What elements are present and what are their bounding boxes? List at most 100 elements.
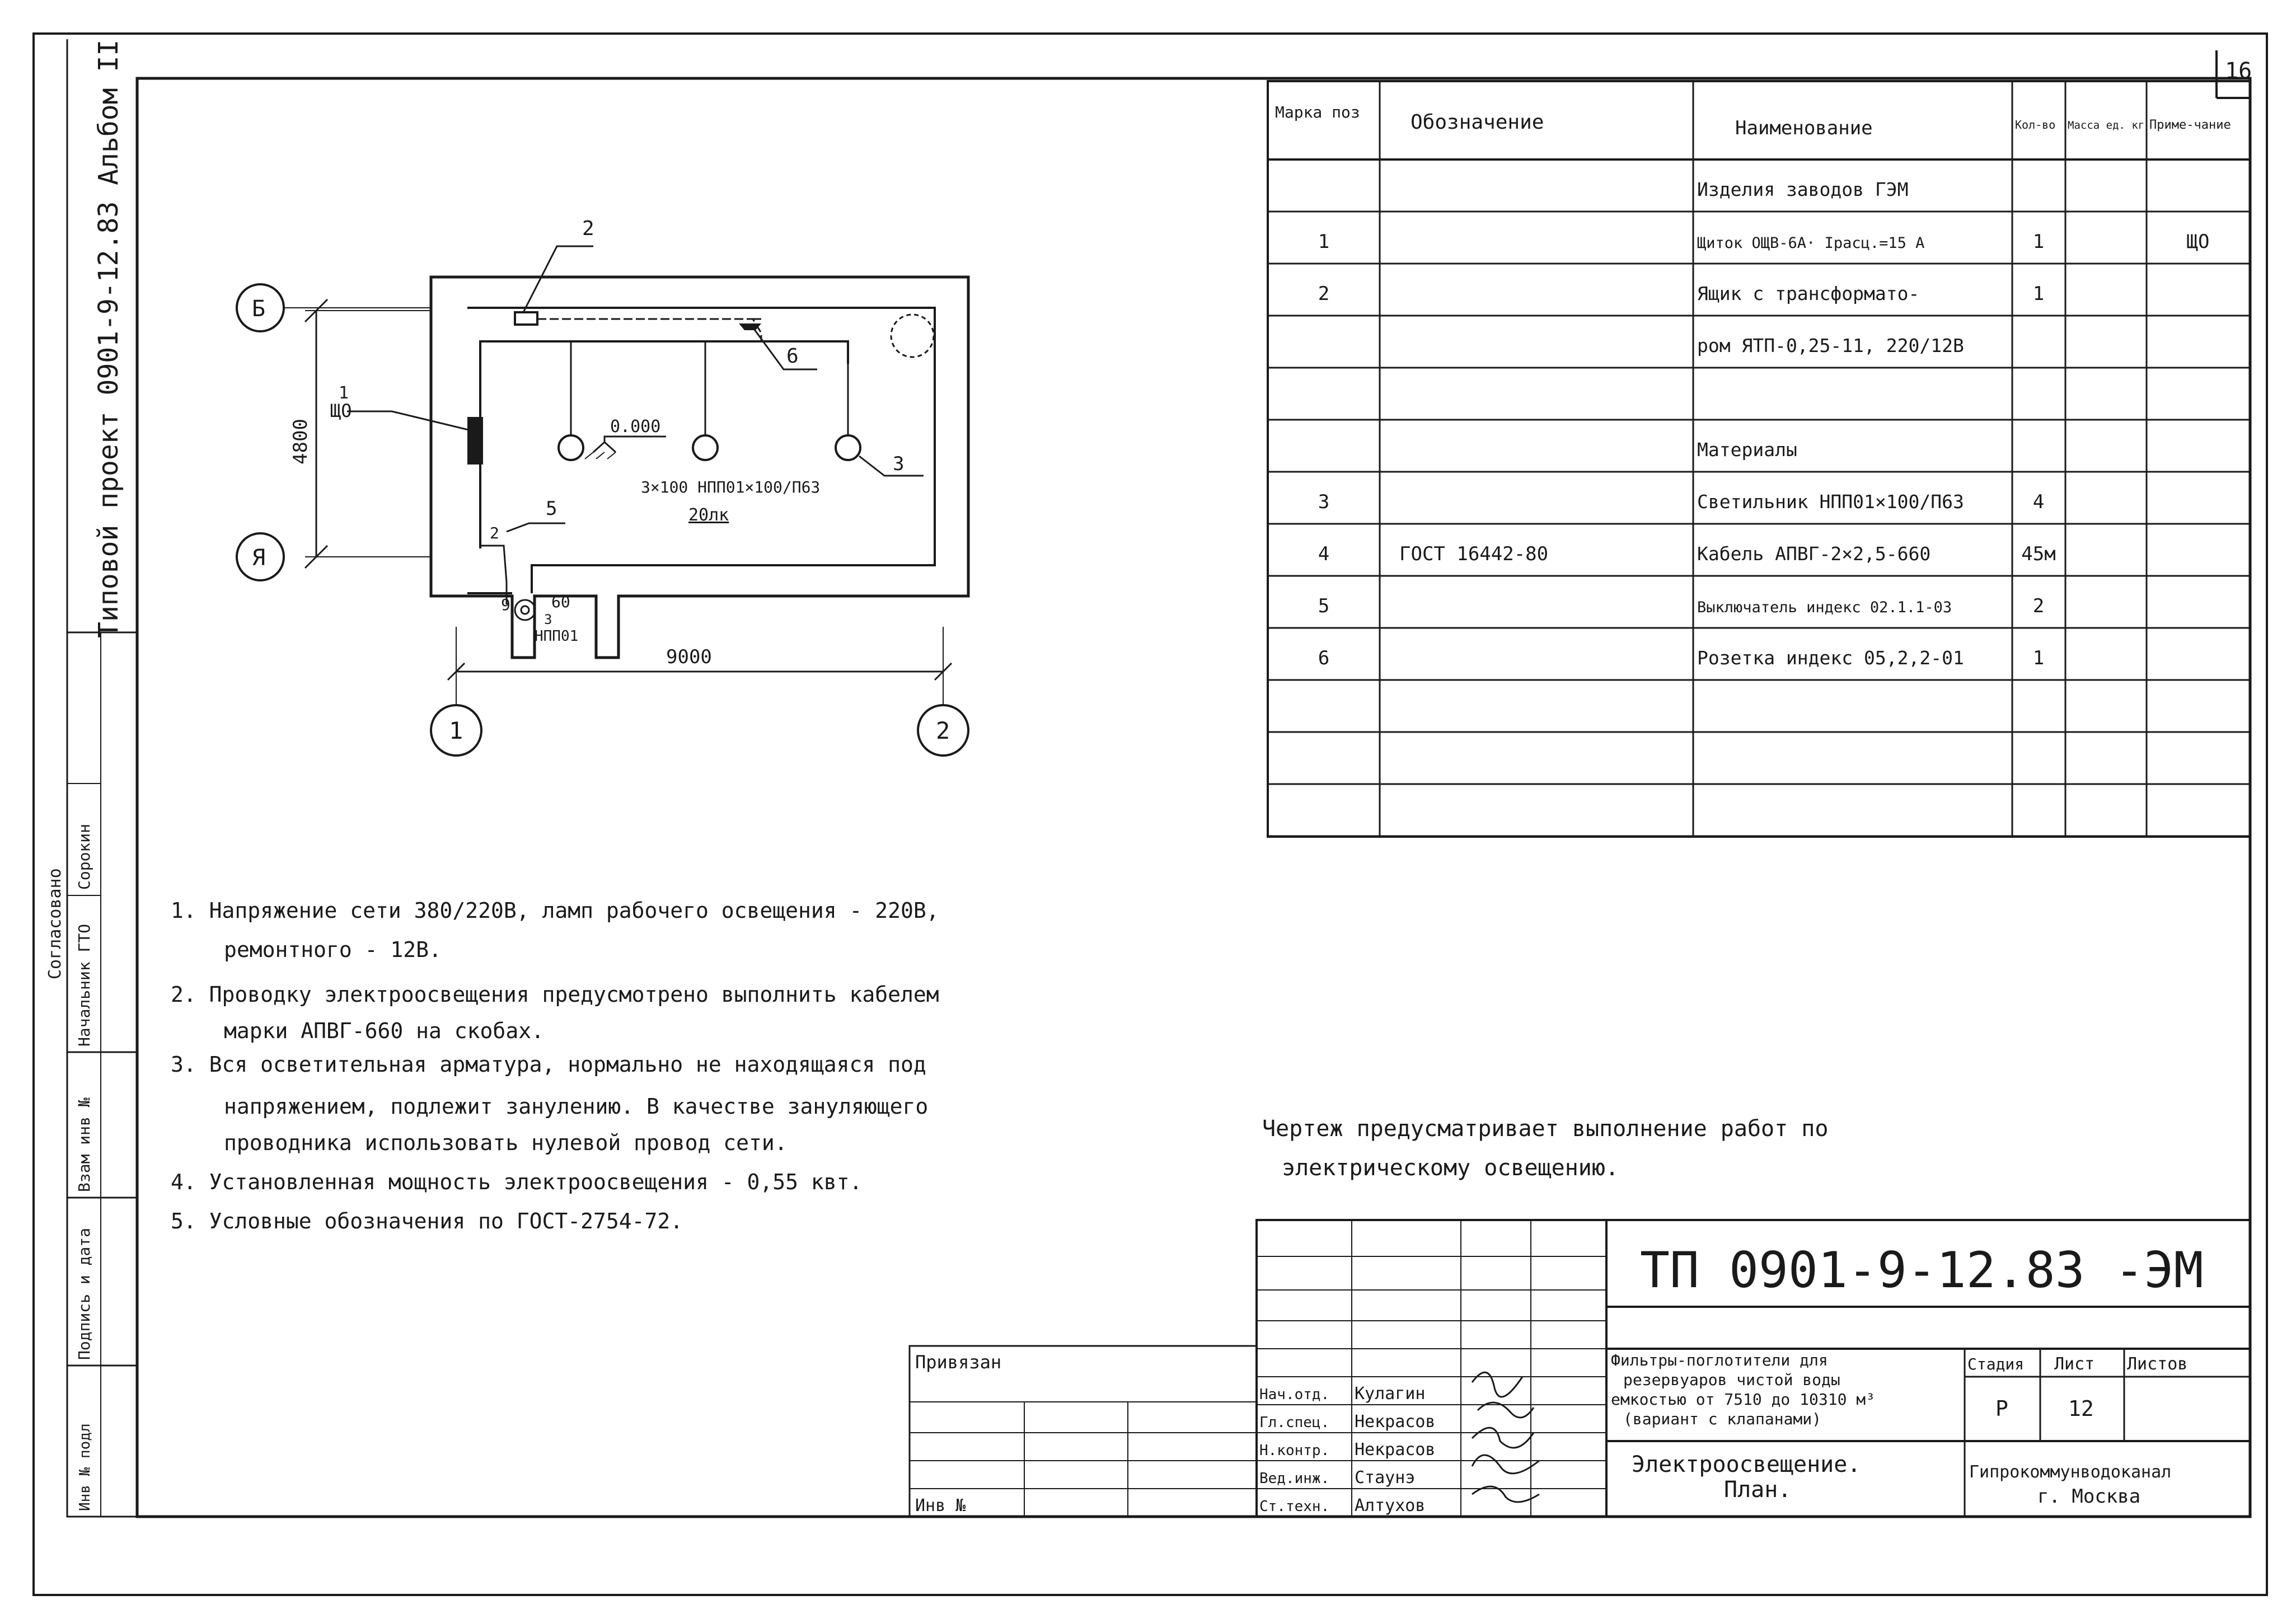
- spec-header-name: Наименование: [1735, 117, 1873, 139]
- spec-cell-name: Светильник НПП01×100/П63: [1697, 491, 1964, 513]
- page-number: 16: [2225, 58, 2252, 84]
- inner-frame: [135, 77, 2252, 1518]
- panel-label-text: ЩО: [330, 400, 352, 421]
- spec-header-pos: Марка поз: [1275, 103, 1360, 121]
- outer-frame: [32, 32, 2268, 1596]
- spec-cell-pos: 4: [1318, 543, 1329, 565]
- object-name-line: Фильтры-поглотители для: [1611, 1351, 1828, 1369]
- sheet-value: 12: [2068, 1396, 2094, 1421]
- side-head-gto: Начальник ГТО: [75, 924, 93, 1047]
- socket-symbol: [739, 323, 761, 330]
- drawing-code: ТП 0901-9-12.83 -ЭМ: [1640, 1241, 2204, 1299]
- riser-mark-text: 2: [490, 524, 499, 542]
- note-line: ремонтного - 12В.: [224, 937, 442, 962]
- axis-2-bubble: [917, 704, 969, 757]
- spec-cell-qty: 45м: [2021, 543, 2055, 565]
- dim-height-text: 4800: [289, 419, 312, 465]
- floor-plan: Б Я 1 2 4800 9000 0.000 1 ЩО 2 6 3 5 3×1…: [236, 217, 970, 757]
- wiring-run: [537, 318, 762, 341]
- staff-role: Н.контр.: [1259, 1442, 1329, 1459]
- spec-cell-qty: 1: [2033, 231, 2044, 253]
- note-line: 5. Условные обозначения по ГОСТ-2754-72.: [171, 1209, 683, 1233]
- staff-name: Некрасов: [1355, 1412, 1436, 1432]
- switch-pos-text: 5: [546, 498, 557, 520]
- spec-header-designation: Обозначение: [1411, 111, 1544, 134]
- spec-cell-name: Щиток ОЩВ-6А· Iрасц.=15 А: [1697, 234, 1924, 252]
- side-inv-orig: Инв № подл: [77, 1423, 93, 1511]
- object-name-line: емкостью от 7510 до 10310 м³: [1611, 1390, 1875, 1409]
- leader-6: [752, 327, 817, 370]
- spec-header-note: Приме-чание: [2149, 118, 2231, 132]
- note-line: 3. Вся осветительная арматура, нормально…: [171, 1052, 926, 1077]
- spec-rows: Изделия заводов ГЭМ 1 Щиток ОЩВ-6А· Iрасц.…: [1318, 179, 2210, 669]
- spec-cell-name: ром ЯТП-0,25-11, 220/12В: [1697, 335, 1964, 356]
- switch-lamp-text: НПП01: [535, 628, 578, 645]
- wiring-switch: [480, 545, 508, 604]
- staff-role: Нач.отд.: [1259, 1386, 1329, 1403]
- spec-cell-designation: ГОСТ 16442-80: [1399, 543, 1548, 565]
- object-name-line: (вариант с клапанами): [1623, 1410, 1821, 1428]
- side-agreed: Согласовано: [45, 868, 65, 979]
- wiring-main: [479, 340, 849, 548]
- inner-wall: [467, 307, 936, 594]
- panel-pos-text: 1: [339, 383, 349, 403]
- org-name-1: Гипрокоммунводоканал: [1969, 1462, 2171, 1482]
- transformer-box-symbol: [514, 311, 538, 326]
- lamp-2: [692, 434, 719, 461]
- side-head-name: Сорокин: [75, 824, 93, 890]
- panel-symbol: [467, 417, 483, 465]
- note-line: 4. Установленная мощность электроосвещен…: [171, 1170, 862, 1194]
- drawing-note-line: Чертеж предусматривает выполнение работ …: [1262, 1116, 1828, 1142]
- spec-cell-qty: 2: [2033, 595, 2044, 617]
- spec-cell-pos: 3: [1318, 491, 1329, 513]
- axis-b-label: Б: [252, 296, 265, 322]
- spec-cell-pos: 6: [1318, 647, 1329, 669]
- switch-lamp-pos-text: 3: [544, 612, 552, 627]
- lamp-3: [835, 434, 861, 461]
- leader-5: [506, 522, 565, 533]
- box-pos-text: 2: [582, 217, 594, 240]
- note-line: 1. Напряжение сети 380/220В, ламп рабоче…: [171, 898, 939, 923]
- sheet-label: Лист: [2054, 1354, 2094, 1374]
- wiring-lamps: [570, 341, 849, 435]
- switch-height-text: 60: [551, 593, 570, 611]
- axis-a-label: Я: [252, 545, 265, 571]
- spec-table: [1267, 80, 2251, 838]
- spec-cell-pos: 5: [1318, 595, 1329, 617]
- attached-label: Привязан: [915, 1352, 1001, 1373]
- staff-rows: Нач.отд.КулагинГл.спец.НекрасовН.контр.Н…: [1259, 1384, 1436, 1516]
- level-mark: [592, 435, 666, 453]
- note-line: марки АПВГ-660 на скобах.: [224, 1019, 544, 1043]
- signatures: [1471, 1371, 1540, 1503]
- lamps-spec-text: 3×100 НПП01×100/П63: [641, 478, 820, 496]
- level-text: 0.000: [610, 417, 660, 437]
- object-name-line: резервуаров чистой воды: [1623, 1371, 1840, 1389]
- vent-circle: [890, 313, 935, 358]
- dim-width-text: 9000: [666, 646, 712, 668]
- side-sign-date: Подпись и дата: [75, 1228, 93, 1360]
- staff-role: Гл.спец.: [1259, 1414, 1329, 1431]
- spec-cell-name: Ящик с трансформато-: [1697, 283, 1919, 304]
- side-project-title: Типовой проект 0901-9-12.83 Альбом II: [93, 40, 124, 638]
- door-mark-text: 9: [501, 595, 510, 614]
- spec-cell-name: Материалы: [1697, 439, 1797, 461]
- spec-cell-qty: 4: [2033, 491, 2044, 513]
- org-name-2: г. Москва: [2037, 1485, 2140, 1508]
- spec-header-mass: Масса ед. кг: [2068, 119, 2144, 132]
- general-notes: 1. Напряжение сети 380/220В, ламп рабоче…: [171, 898, 939, 1233]
- note-line: проводника использовать нулевой провод с…: [224, 1130, 788, 1155]
- sheets-label: Листов: [2127, 1354, 2187, 1374]
- leader-2: [522, 245, 593, 313]
- attached-block: [908, 1345, 1258, 1518]
- title-block: [908, 1219, 2251, 1518]
- side-inv-replace: Взам инв №: [75, 1097, 93, 1192]
- staff-name: Стаунэ: [1355, 1468, 1415, 1488]
- spec-cell-name: Изделия заводов ГЭМ: [1697, 179, 1909, 200]
- staff-role: Ст.техн.: [1259, 1498, 1329, 1515]
- switch-lamp-symbol: [514, 599, 536, 621]
- axis-2-label: 2: [936, 717, 950, 744]
- spec-cell-name: Выключатель индекс 02.1.1-03: [1697, 599, 1952, 616]
- spec-cell-qty: 1: [2033, 283, 2044, 305]
- side-stamp-table: [66, 631, 138, 1518]
